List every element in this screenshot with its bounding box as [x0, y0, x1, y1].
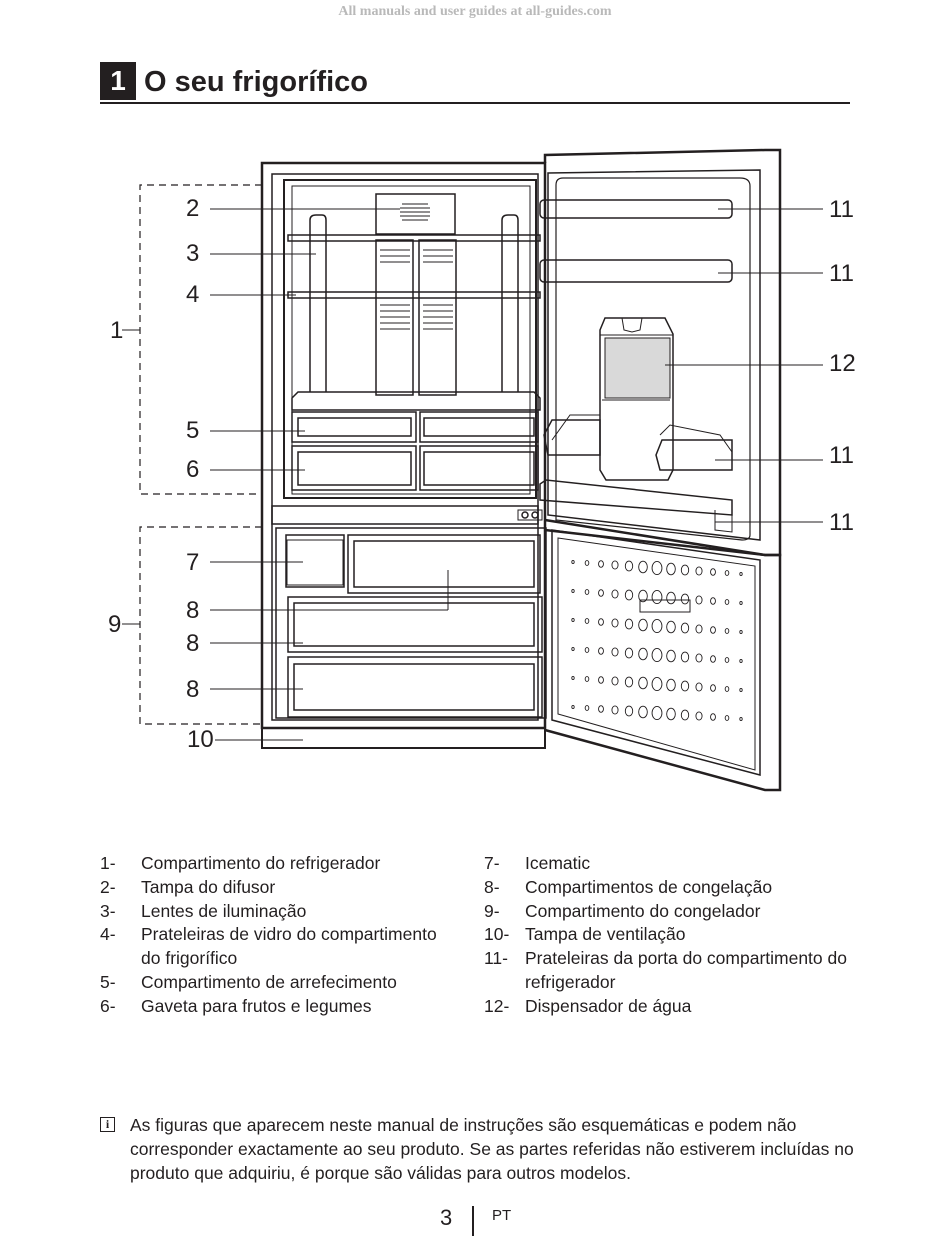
legend-item: 10-Tampa de ventilação	[484, 924, 686, 945]
legend-item: 12-Dispensador de água	[484, 995, 692, 1016]
door-shelf-5	[539, 479, 733, 516]
callout-8c: 8	[186, 676, 199, 703]
legend-item: 3-Lentes de iluminação	[100, 900, 307, 921]
legend-left: 1-Compartimento do refrigerador 2-Tampa …	[100, 852, 471, 1019]
info-icon: i	[100, 1117, 115, 1132]
icematic	[285, 534, 345, 588]
callout-8a: 8	[186, 597, 199, 624]
legend-item: 9-Compartimento do congelador	[484, 900, 761, 921]
footer-divider	[472, 1206, 474, 1236]
cabinet-inner	[271, 173, 539, 721]
compartment-divider	[271, 505, 539, 525]
callout-9: 9	[108, 611, 121, 638]
door-shelf-2	[539, 259, 733, 283]
ventilation-cover	[261, 727, 546, 749]
legend-item: 7-Icematic	[484, 853, 591, 873]
callout-3: 3	[186, 240, 199, 267]
legend-item: 8-Compartimentos de congelação	[484, 876, 773, 897]
callout-12: 12	[829, 350, 856, 377]
diffuser-cover	[375, 193, 456, 235]
freezer-door	[544, 518, 782, 792]
callout-8b: 8	[186, 630, 199, 657]
callout-1: 1	[110, 317, 123, 344]
info-note: i As figuras que aparecem neste manual d…	[100, 1113, 860, 1185]
fridge-compartment	[283, 179, 537, 499]
legend-item: 4-Prateleiras de vidro do compartimento …	[100, 924, 437, 969]
chapter-title: O seu frigorífico	[144, 66, 368, 98]
callout-6: 6	[186, 456, 199, 483]
fridge-diagram: 2 3 4 1 5 6 7 8 9 8 8 10 11 11 12 11 11	[108, 148, 856, 792]
door-shelf-3	[543, 419, 601, 456]
crisper-drawer-left	[291, 445, 417, 491]
legend-item: 1-Compartimento do refrigerador	[100, 853, 381, 873]
legend-item: 5-Compartimento de arrefecimento	[100, 971, 397, 992]
callout-5: 5	[186, 417, 199, 444]
freezer-drawer-2	[287, 656, 543, 718]
callout-4: 4	[186, 281, 199, 308]
watermark: All manuals and user guides at all-guide…	[338, 4, 612, 19]
language-code: PT	[492, 1207, 512, 1224]
note-text: As figuras que aparecem neste manual de …	[130, 1115, 854, 1183]
freezer-drawer-1	[287, 596, 543, 653]
callout-10: 10	[187, 726, 214, 753]
legend-item: 2-Tampa do difusor	[100, 876, 276, 897]
page-number: 3	[440, 1205, 453, 1230]
chapter-number: 1	[100, 62, 136, 100]
callout-11d: 11	[829, 509, 854, 536]
callout-11c: 11	[829, 442, 854, 469]
glass-shelf-1	[287, 234, 541, 242]
freezer-compartment	[275, 527, 547, 719]
legend-item: 6-Gaveta para frutos e legumes	[100, 995, 372, 1016]
chapter-heading: 1 O seu frigorífico	[100, 62, 850, 104]
callout-11a: 11	[829, 196, 854, 223]
door-shelf-4	[655, 439, 733, 471]
crisper-drawer-right	[419, 445, 539, 491]
legend-right: 7-Icematic 8-Compartimentos de congelaçã…	[484, 852, 855, 1019]
callout-11b: 11	[829, 260, 854, 287]
callout-2: 2	[186, 195, 199, 222]
callout-7: 7	[186, 549, 199, 576]
legend-item: 11-Prateleiras da porta do compartimento…	[484, 948, 847, 992]
door-shelf-1	[539, 199, 733, 219]
